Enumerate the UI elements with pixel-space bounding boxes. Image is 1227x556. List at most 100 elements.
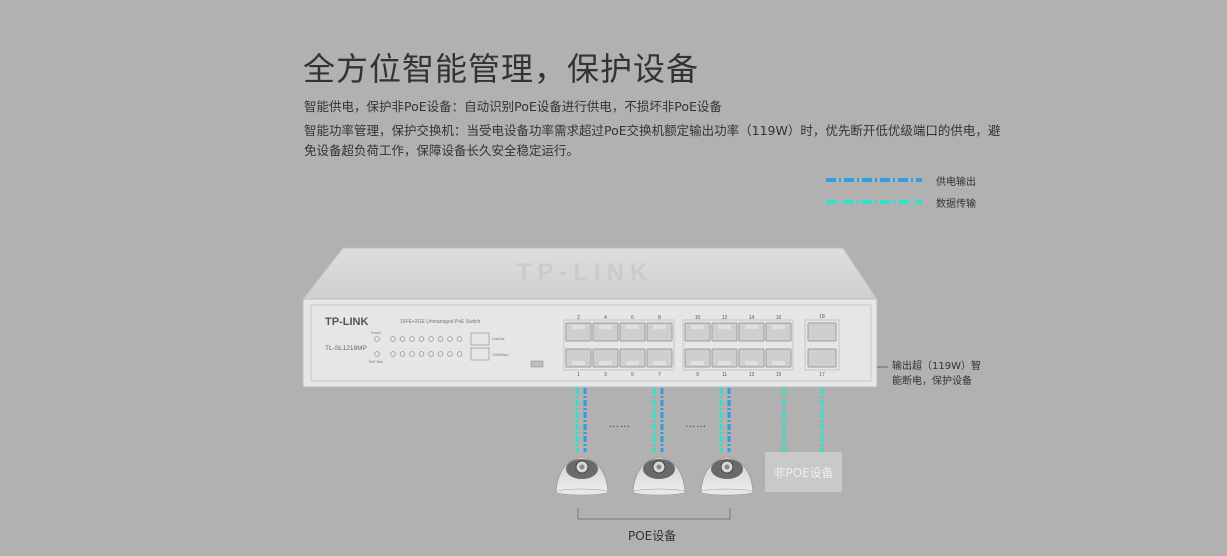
port-number-top: 6	[631, 315, 634, 321]
legend-label-power: 供电输出	[936, 176, 976, 188]
rj45-port-clip	[572, 361, 585, 365]
rj45-port-clip	[772, 361, 785, 365]
port-number-top: 10	[695, 315, 701, 321]
rj45-port-clip	[691, 361, 704, 365]
led-port-bottom	[437, 351, 444, 357]
feature-text-poe-protect: 智能供电，保护非PoE设备：自动识别PoE设备进行供电，不损坏非PoE设备	[304, 99, 722, 114]
port-number-top: 12	[722, 315, 728, 321]
port-block-outline	[682, 319, 794, 371]
poe-group-bracket	[577, 508, 731, 520]
camera-lens-center	[579, 464, 585, 470]
page-title: 全方位智能管理，保护设备	[303, 50, 700, 88]
status-led-group	[374, 332, 544, 368]
rj45-port-clip	[718, 325, 731, 329]
rj45-port-clip	[718, 361, 731, 365]
camera-base	[632, 488, 686, 496]
led-port-bottom	[399, 351, 406, 357]
cable-group	[575, 388, 824, 452]
non-poe-device-label: 非POE设备	[773, 465, 834, 480]
port-number-bottom: 5	[631, 372, 634, 378]
switch-protection-note: 输出超（119W）智能断电，保护设备	[892, 361, 981, 387]
dome-camera-icon	[555, 456, 609, 496]
feature-text-power-management: 智能功率管理，保护交换机：当受电设备功率需求超过PoE交换机额定输出功率（119…	[304, 123, 1001, 158]
led-port-top	[456, 336, 463, 342]
rj45-port-clip	[572, 325, 585, 329]
led-port-bottom	[447, 351, 453, 357]
led-label-link-act: Link/Act	[492, 337, 504, 341]
reset-switch	[530, 360, 544, 368]
port-number-top: 14	[749, 315, 755, 321]
camera-lens-center	[656, 464, 662, 470]
rj45-port-clip	[599, 325, 612, 329]
led-port-bottom	[456, 351, 463, 357]
switch-brand-logo: TP-LINK	[325, 316, 368, 328]
ellipsis-2: ……	[685, 419, 707, 430]
rj45-port-clip	[772, 325, 785, 329]
port-number-bottom: 15	[776, 372, 782, 378]
poe-device-label: POE设备	[628, 529, 677, 543]
rj45-port-clip	[626, 325, 639, 329]
port-number-top: 8	[658, 315, 661, 321]
camera-base	[700, 488, 754, 496]
port-number-bottom: 7	[658, 372, 661, 378]
port-number-bottom: 17	[819, 372, 825, 378]
led-gigabit-top	[470, 332, 490, 346]
switch-description: 16FE+2GE Unmanaged PoE Switch	[400, 319, 481, 325]
port-number-bottom: 9	[696, 372, 699, 378]
rj45-port-clip	[626, 361, 639, 365]
led-port-top	[409, 336, 415, 342]
led-port-bottom	[390, 351, 396, 357]
combo-port	[807, 322, 837, 342]
rj45-port-clip	[691, 325, 704, 329]
led-port-bottom	[409, 351, 415, 357]
led-gigabit-bottom	[470, 347, 490, 361]
switch-model-label: TL-SL1218MP	[325, 345, 367, 352]
port-number-bottom: 3	[604, 372, 607, 378]
dome-camera-icon	[632, 456, 686, 496]
led-power	[374, 336, 380, 342]
legend-label-data: 数据传输	[936, 198, 976, 210]
rj45-port-clip	[653, 325, 666, 329]
port-number-top: 2	[577, 315, 580, 321]
led-label-power: Power	[371, 331, 382, 335]
port-number-bottom: 13	[749, 372, 755, 378]
port-block-outline	[563, 319, 675, 371]
led-port-top	[399, 336, 406, 342]
led-port-bottom	[428, 351, 434, 357]
led-port-top	[428, 336, 434, 342]
legend-item-data: 数据传输	[826, 195, 976, 210]
switch-front-panel	[302, 298, 878, 388]
data-line-swatch	[826, 200, 922, 204]
led-port-bottom	[418, 351, 425, 357]
camera-base	[555, 488, 609, 496]
non-poe-device: 非POE设备	[765, 452, 842, 492]
led-port-top	[418, 336, 425, 342]
rj45-port-clip	[745, 325, 758, 329]
legend-item-power: 供电输出	[826, 173, 976, 188]
led-label-speed: 1000Mbps	[492, 353, 509, 357]
power-line-swatch	[826, 178, 922, 182]
port-group	[563, 319, 840, 371]
camera-group	[555, 456, 754, 496]
led-label-poe-max: PoE Max	[369, 360, 383, 364]
switch-top-logo: TP-LINK	[517, 259, 654, 286]
camera-lens-center	[724, 464, 730, 470]
led-port-top	[447, 336, 453, 342]
led-poe-max	[374, 351, 380, 357]
led-port-top	[437, 336, 444, 342]
combo-port-outline	[804, 319, 840, 371]
ellipsis-1: ……	[609, 419, 631, 430]
port-number-top: 18	[819, 314, 825, 320]
port-number-bottom: 1	[577, 372, 580, 378]
combo-port	[807, 348, 837, 368]
port-number-top: 16	[776, 315, 782, 321]
port-number-bottom: 11	[722, 372, 727, 378]
rj45-port-clip	[599, 361, 612, 365]
rj45-port-clip	[653, 361, 666, 365]
dome-camera-icon	[700, 456, 754, 496]
led-port-top	[390, 336, 396, 342]
rj45-port-clip	[745, 361, 758, 365]
port-number-top: 4	[604, 315, 607, 321]
